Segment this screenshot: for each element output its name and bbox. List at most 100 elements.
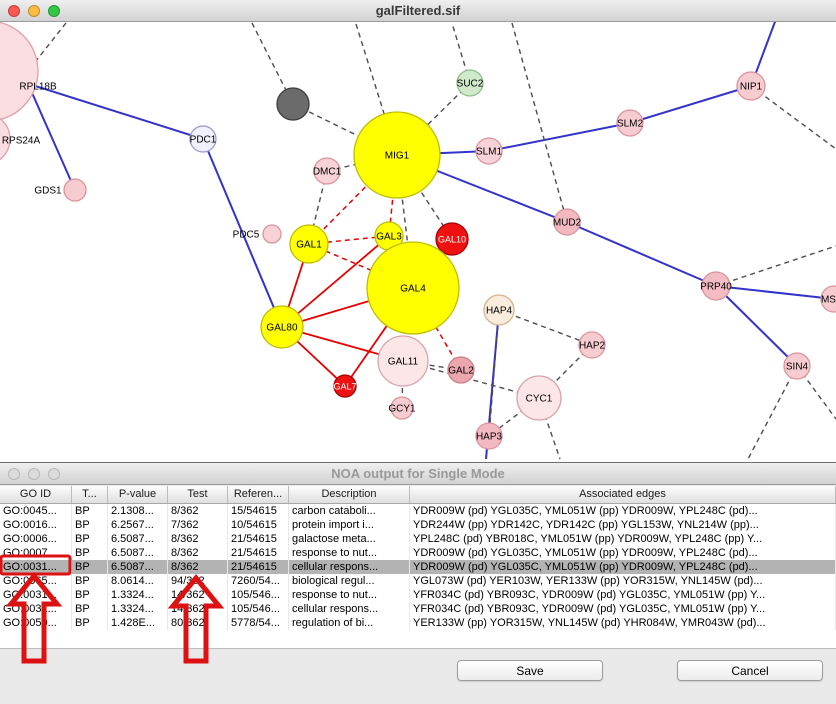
- graph-node-unlabeled[interactable]: [276, 87, 310, 121]
- table-cell: 6.5087...: [108, 560, 168, 574]
- graph-node-label: NIP1: [740, 82, 763, 93]
- close-button[interactable]: [8, 5, 20, 17]
- graph-node-label: SIN4: [786, 362, 809, 373]
- graph-node-prp40[interactable]: PRP40: [700, 271, 732, 301]
- table-cell: 8/362: [168, 504, 228, 518]
- graph-node-gal7[interactable]: GAL7: [333, 374, 357, 398]
- graph-node-pdc5[interactable]: PDC5: [233, 224, 282, 244]
- table-cell: 80/362: [168, 616, 228, 630]
- column-header-referen[interactable]: Referen...: [228, 486, 289, 503]
- graph-node-mig1[interactable]: MIG1: [353, 111, 441, 199]
- graph-node-gal1[interactable]: GAL1: [289, 224, 329, 264]
- graph-node-nip1[interactable]: NIP1: [736, 71, 766, 101]
- table-cell: YFR034C (pd) YBR093C, YDR009W (pd) YGL03…: [410, 602, 836, 616]
- table-cell: 15/54615: [228, 504, 289, 518]
- graph-edge: [747, 365, 798, 460]
- column-header-t[interactable]: T...: [72, 486, 108, 503]
- table-cell: 1.3324...: [108, 602, 168, 616]
- table-cell: BP: [72, 546, 108, 560]
- table-cell: YDR009W (pd) YGL035C, YML051W (pp) YDR00…: [410, 546, 836, 560]
- table-cell: cellular respons...: [289, 560, 410, 574]
- table-cell: GO:0031...: [0, 588, 72, 602]
- graph-node-label: PDC5: [233, 230, 260, 241]
- network-window-titlebar[interactable]: galFiltered.sif: [0, 0, 836, 22]
- column-header-associated-edges[interactable]: Associated edges: [410, 486, 836, 503]
- column-header-go-id[interactable]: GO ID: [0, 486, 72, 503]
- graph-node-label: MIG1: [385, 151, 410, 162]
- graph-node-hap4[interactable]: HAP4: [483, 294, 515, 326]
- table-cell: 6.2567...: [108, 518, 168, 532]
- graph-node-rps24a[interactable]: RPS24A: [0, 113, 41, 165]
- column-header-description[interactable]: Description: [289, 486, 410, 503]
- graph-node-mud2[interactable]: MUD2: [553, 208, 582, 236]
- close-button[interactable]: [8, 468, 20, 480]
- cancel-button[interactable]: Cancel: [677, 660, 823, 681]
- save-button[interactable]: Save: [457, 660, 603, 681]
- table-cell: 8/362: [168, 560, 228, 574]
- table-cell: 1.428E...: [108, 616, 168, 630]
- graph-node-gal80[interactable]: GAL80: [260, 305, 304, 349]
- table-cell: GO:0007...: [0, 546, 72, 560]
- table-cell: YPL248C (pd) YBR018C, YML051W (pp) YDR00…: [410, 532, 836, 546]
- graph-node-gds1[interactable]: GDS1: [34, 178, 87, 202]
- graph-node-slm1[interactable]: SLM1: [475, 137, 503, 165]
- noa-window-titlebar[interactable]: NOA output for Single Mode: [0, 463, 836, 485]
- graph-node-label: RPS24A: [2, 136, 41, 147]
- graph-node-gal11[interactable]: GAL11: [377, 335, 429, 387]
- graph-edge: [281, 235, 390, 328]
- table-cell: GO:0031...: [0, 560, 72, 574]
- graph-node-hap2[interactable]: HAP2: [578, 331, 606, 359]
- column-header-p-value[interactable]: P-value: [108, 486, 168, 503]
- graph-node-gcy1[interactable]: GCY1: [388, 396, 416, 420]
- graph-node-label: SUC2: [457, 79, 484, 90]
- graph-node-cyc1[interactable]: CYC1: [516, 375, 562, 421]
- minimize-button[interactable]: [28, 5, 40, 17]
- table-cell: GO:0006...: [0, 532, 72, 546]
- graph-node-label: GAL11: [388, 357, 419, 368]
- table-cell: 7/362: [168, 518, 228, 532]
- graph-node-dmc1[interactable]: DMC1: [313, 157, 342, 185]
- table-cell: regulation of bi...: [289, 616, 410, 630]
- graph-node-label: RPL18B: [19, 82, 57, 93]
- column-header-test[interactable]: Test: [168, 486, 228, 503]
- graph-node-label: GCY1: [388, 404, 416, 415]
- graph-node-sin4[interactable]: SIN4: [783, 352, 811, 380]
- traffic-lights-inactive: [8, 468, 60, 480]
- graph-node-msl1[interactable]: MSL1: [820, 285, 836, 313]
- table-cell: 1.3324...: [108, 588, 168, 602]
- graph-node-gal4[interactable]: GAL4: [366, 241, 460, 335]
- graph-edge: [488, 309, 500, 437]
- zoom-button[interactable]: [48, 5, 60, 17]
- graph-node-pdc1[interactable]: PDC1: [189, 125, 217, 153]
- graph-node-gal10[interactable]: GAL10: [435, 222, 469, 256]
- graph-edge: [750, 85, 836, 150]
- graph-node-label: GAL80: [266, 323, 298, 334]
- graph-node-suc2[interactable]: SUC2: [456, 69, 484, 97]
- table-cell: 21/54615: [228, 532, 289, 546]
- table-cell: YFR034C (pd) YBR093C, YDR009W (pd) YGL03…: [410, 588, 836, 602]
- zoom-button[interactable]: [48, 468, 60, 480]
- table-cell: BP: [72, 504, 108, 518]
- graph-node-slm2[interactable]: SLM2: [616, 109, 644, 137]
- minimize-button[interactable]: [28, 468, 40, 480]
- table-cell: BP: [72, 588, 108, 602]
- table-cell: protein import i...: [289, 518, 410, 532]
- table-cell: BP: [72, 616, 108, 630]
- graph-node-hap3[interactable]: HAP3: [475, 422, 503, 450]
- graph-node-gal2[interactable]: GAL2: [447, 356, 475, 384]
- table-cell: BP: [72, 602, 108, 616]
- graph-node-rpl18b[interactable]: RPL18B: [0, 22, 57, 121]
- graph-node-label: MSL1: [821, 295, 836, 306]
